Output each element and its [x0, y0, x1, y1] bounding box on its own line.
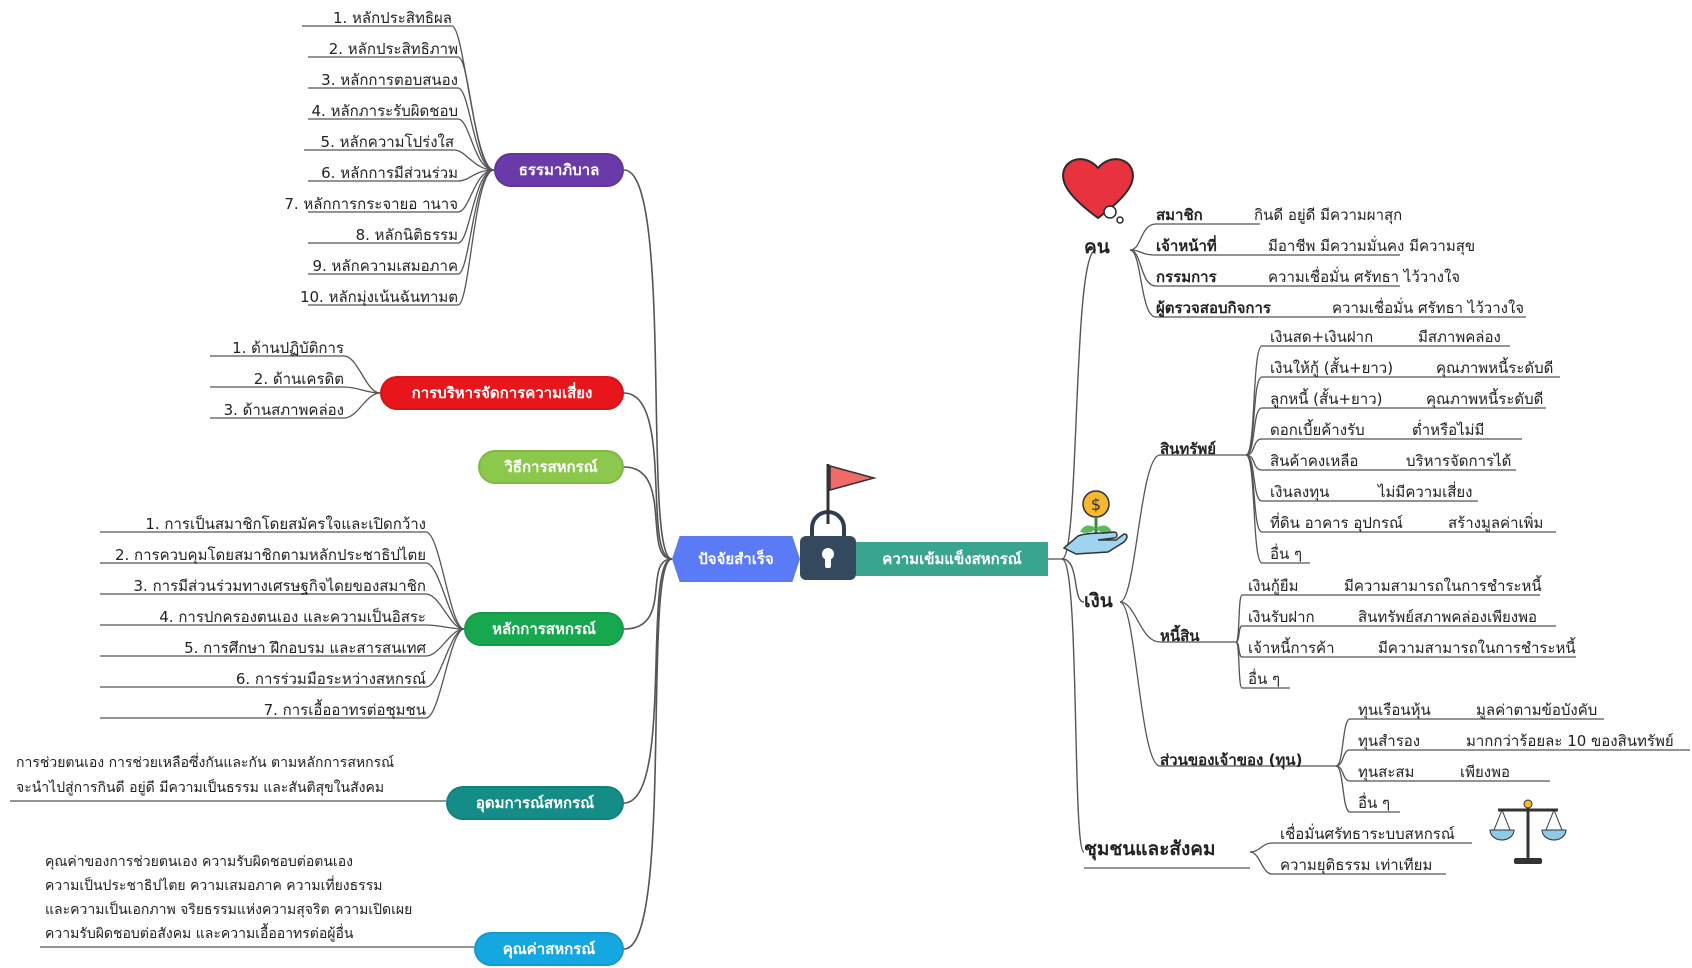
money-plant-hand-icon: $ [1062, 490, 1128, 555]
governance-item: 10. หลักมุ่งเน้นฉันทามต [299, 288, 458, 306]
asset-item: อื่น ๆ [1270, 545, 1303, 563]
asset-status: ไม่มีความเสี่ยง [1378, 483, 1473, 501]
principle-item: 2. การควบคุมโดยสมาชิกตามหลักประชาธิปไตย [114, 546, 426, 564]
asset-item: สินค้าคงเหลือ [1270, 452, 1359, 470]
values-text-line: คุณค่าของการช่วยตนเอง ความรับผิดชอบต่อตน… [45, 854, 353, 870]
risk-item: 3. ด้านสภาพคล่อง [223, 401, 344, 419]
center-node-cooperative-strength[interactable]: ความเข้มแข็งสหกรณ์ [856, 542, 1048, 576]
equity-status: มูลค่าตามข้อบังคับ [1476, 701, 1598, 719]
asset-item: ดอกเบี้ยค้างรับ [1270, 421, 1365, 439]
asset-item: เงินให้กู้ (สั้น+ยาว) [1270, 359, 1394, 377]
node-cooperative-values[interactable]: คุณค่าสหกรณ์ [474, 932, 624, 966]
people-role: ผู้ตรวจสอบกิจการ [1156, 299, 1271, 317]
subcategory-equity[interactable]: ส่วนของเจ้าของ (ทุน) [1160, 751, 1303, 769]
liability-item: เงินรับฝาก [1248, 608, 1315, 626]
category-community[interactable]: ชุมชนและสังคม [1084, 838, 1216, 860]
people-value: กินดี อยู่ดี มีความผาสุก [1254, 206, 1403, 224]
ideology-text-line: การช่วยตนเอง การช่วยเหลือซึ่งกันและกัน ต… [16, 755, 395, 771]
asset-status: คุณภาพหนี้ระดับดี [1426, 390, 1544, 408]
center-node-success-factors[interactable]: ปัจจัยสำเร็จ [672, 536, 800, 582]
values-text-line: ความเป็นประชาธิปไตย ความเสมอภาค ความเที่… [45, 878, 383, 894]
people-value: ความเชื่อมั่น ศรัทธา ไว้วางใจ [1268, 268, 1461, 286]
equity-item: ทุนสะสม [1358, 763, 1415, 781]
governance-item: 9. หลักความเสมอภาค [312, 257, 458, 275]
svg-text:$: $ [1091, 495, 1101, 514]
community-item: เชื่อมั่นศรัทธาระบบสหกรณ์ [1280, 825, 1455, 843]
liability-status: มีความสามารถในการชำระหนี้ [1344, 577, 1542, 595]
people-value: ความเชื่อมั่น ศรัทธา ไว้วางใจ [1332, 299, 1525, 317]
people-role: กรรมการ [1156, 268, 1217, 286]
governance-item: 2. หลักประสิทธิภาพ [328, 40, 458, 58]
equity-status: เพียงพอ [1460, 763, 1511, 781]
governance-item: 8. หลักนิติธรรม [355, 226, 458, 244]
ideology-text-line: จะนำไปสู่การกินดี อยู่ดี มีความเป็นธรรม … [16, 780, 385, 796]
governance-item: 1. หลักประสิทธิผล [332, 9, 452, 27]
asset-item: เงินสด+เงินฝาก [1270, 328, 1374, 346]
equity-item: ทุนเรือนหุ้น [1358, 701, 1431, 719]
asset-status: คุณภาพหนี้ระดับดี [1436, 359, 1554, 377]
governance-item: 6. หลักการมีส่วนร่วม [321, 164, 458, 182]
principle-item: 6. การร่วมมือระหว่างสหกรณ์ [235, 670, 426, 688]
governance-item: 7. หลักการกระจายอ านาจ [284, 195, 458, 213]
values-text-line: ความรับผิดชอบต่อสังคม และความเอื้ออาทรต่… [45, 926, 354, 942]
principle-item: 1. การเป็นสมาชิกโดยสมัครใจและเปิดกว้าง [145, 515, 426, 533]
asset-status: มีสภาพคล่อง [1418, 328, 1501, 346]
people-value: มีอาชีพ มีความมั่นคง มีความสุข [1268, 237, 1476, 255]
liability-item: เจ้าหนี้การค้า [1248, 639, 1335, 657]
liability-status: สินทรัพย์สภาพคล่องเพียงพอ [1358, 608, 1537, 626]
asset-status: บริหารจัดการได้ [1406, 452, 1512, 470]
category-people[interactable]: คน [1084, 236, 1110, 258]
node-cooperative-method[interactable]: วิธีการสหกรณ์ [478, 450, 624, 484]
principle-item: 3. การมีส่วนร่วมทางเศรษฐกิจไดยของสมาชิก [133, 577, 427, 595]
flag-icon [826, 464, 877, 524]
principle-item: 7. การเอื้ออาทรต่อชุมชน [263, 701, 426, 719]
scales-icon [1489, 799, 1567, 864]
equity-item: ทุนสำรอง [1358, 732, 1421, 750]
asset-item: เงินลงทุน [1270, 483, 1330, 501]
governance-item: 3. หลักการตอบสนอง [321, 71, 458, 89]
governance-item: 5. หลักความโปร่งใส [320, 133, 454, 151]
equity-item: อื่น ๆ [1358, 794, 1391, 812]
liability-item: อื่น ๆ [1248, 670, 1281, 688]
people-role: สมาชิก [1156, 206, 1203, 224]
equity-status: มากกว่าร้อยละ 10 ของสินทรัพย์ [1466, 732, 1674, 750]
governance-item: 4. หลักภาระรับผิดชอบ [311, 102, 458, 120]
principle-item: 4. การปกครองตนเอง และความเป็นอิสระ [159, 608, 426, 626]
values-text-line: และความเป็นเอกภาพ จริยธรรมแห่งความสุจริต… [45, 902, 413, 918]
risk-item: 1. ด้านปฏิบัติการ [232, 339, 344, 357]
liability-item: เงินกู้ยืม [1248, 577, 1299, 595]
node-risk-management[interactable]: การบริหารจัดการความเสี่ยง [380, 376, 624, 410]
asset-status: สร้างมูลค่าเพิ่ม [1448, 514, 1544, 532]
node-cooperative-ideology[interactable]: อุดมการณ์สหกรณ์ [446, 786, 624, 820]
community-item: ความยุติธรรม เท่าเทียม [1280, 856, 1433, 874]
principle-item: 5. การศึกษา ฝึกอบรม และสารสนเทศ [184, 639, 426, 657]
people-role: เจ้าหน้าที่ [1156, 237, 1217, 255]
liability-status: มีความสามารถในการชำระหนี้ [1378, 639, 1576, 657]
risk-item: 2. ด้านเครดิต [253, 370, 344, 388]
asset-status: ต่ำหรือไม่มี [1412, 421, 1485, 439]
subcategory-assets[interactable]: สินทรัพย์ [1160, 440, 1217, 458]
asset-item: ลูกหนี้ (สั้น+ยาว) [1270, 390, 1383, 408]
category-money[interactable]: เงิน [1084, 590, 1113, 612]
node-governance[interactable]: ธรรมาภิบาล [494, 153, 624, 187]
heart-icon [1062, 158, 1134, 224]
subcategory-liabilities[interactable]: หนี้สิน [1160, 627, 1200, 645]
node-cooperative-principles[interactable]: หลักการสหกรณ์ [464, 612, 624, 646]
asset-item: ที่ดิน อาคาร อุปกรณ์ [1270, 514, 1403, 532]
